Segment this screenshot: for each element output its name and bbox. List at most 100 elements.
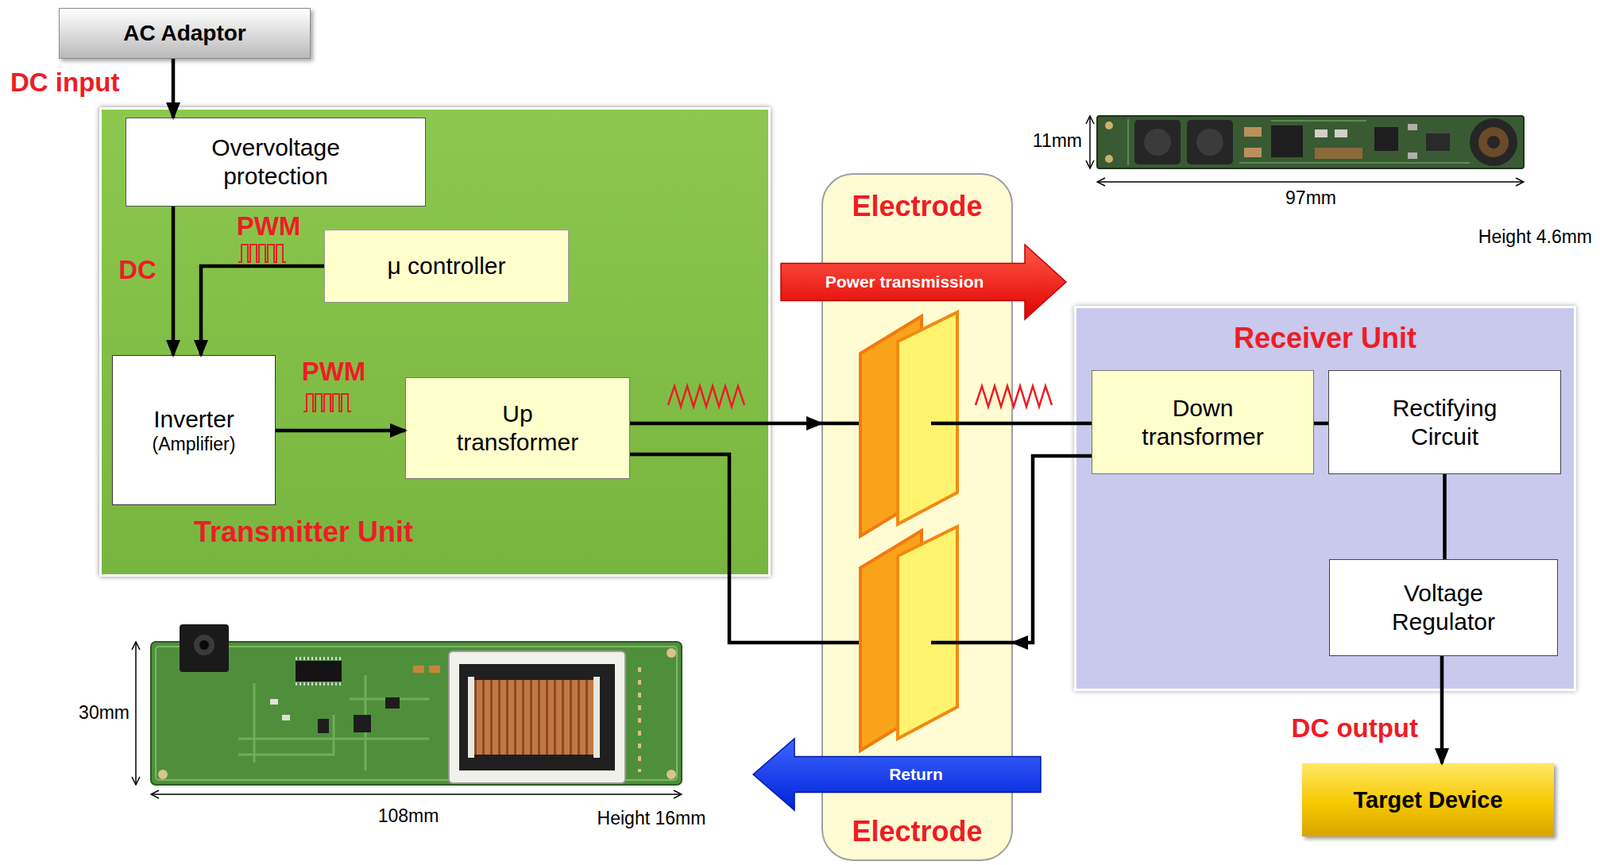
- power-inductor-coil: [1478, 127, 1509, 158]
- chip: [1374, 127, 1399, 151]
- node-text: Transmitter Unit: [193, 514, 414, 549]
- dimension-label: 108mm: [378, 805, 440, 828]
- electrode-wire: [931, 421, 1013, 426]
- connector: [1440, 656, 1445, 764]
- bobbin: [467, 676, 475, 758]
- resistor: [1407, 123, 1418, 131]
- signal-label: PWM: [301, 355, 367, 388]
- capacitor: [1244, 147, 1262, 158]
- node-text: Receiver Unit: [1233, 320, 1417, 356]
- node-text: Down transformer: [1131, 394, 1275, 452]
- connector: [629, 421, 822, 426]
- pcb: [1097, 115, 1524, 169]
- transformer-core: [459, 664, 615, 771]
- device-box: Target Device: [1302, 763, 1554, 837]
- node-text: Target Device: [1352, 786, 1503, 815]
- connector: [1314, 421, 1329, 426]
- transformer-coil: [474, 680, 594, 755]
- node-text: Overvoltage protection: [172, 133, 379, 191]
- node-text: Return: [888, 764, 943, 785]
- electrode-wire: [821, 421, 862, 426]
- mounting-hole: [1105, 154, 1114, 163]
- mounting-hole: [1105, 121, 1114, 130]
- node-text: Up transformer: [446, 399, 590, 457]
- resistor: [1334, 129, 1348, 138]
- dimension-label: 30mm: [78, 702, 130, 725]
- electrode-wire: [931, 641, 1013, 646]
- process-box: Overvoltage protection: [125, 117, 426, 207]
- capacitor: [1314, 147, 1363, 159]
- dc-jack-pin: [199, 640, 209, 650]
- receiver-panel: Receiver UnitDown transformer Rectifying …: [1074, 305, 1577, 692]
- resistor: [1314, 129, 1328, 138]
- chip: [1271, 125, 1303, 158]
- arrow-body: [753, 738, 1041, 811]
- node-text: (Amplifier): [152, 433, 236, 457]
- connector: [171, 58, 176, 118]
- chip: [317, 718, 329, 734]
- dimension-line: [1089, 115, 1091, 169]
- node-text: Inverter: [153, 405, 235, 434]
- pwm-waveform: [238, 244, 286, 263]
- dimension-label: Height 4.6mm: [1478, 226, 1593, 249]
- power-inductor: [1469, 118, 1518, 167]
- mounting-hole: [158, 769, 168, 780]
- ac-waveform: [975, 386, 1052, 407]
- connector: [1442, 474, 1447, 560]
- connector: [171, 206, 176, 356]
- connector: [1012, 421, 1092, 426]
- capacitor: [428, 665, 441, 673]
- pcb-trace: [238, 675, 429, 771]
- connectors: [173, 58, 1446, 764]
- transmitter-board-photo: [150, 624, 682, 785]
- ic-pins: [295, 658, 342, 685]
- process-box: Inverter(Amplifier): [112, 355, 276, 506]
- dc-jack: [179, 624, 229, 673]
- pcb-edge: [155, 646, 677, 781]
- process-box: μ controller: [324, 229, 569, 303]
- node-text: μ controller: [386, 251, 506, 281]
- chip: [385, 697, 400, 709]
- dimension-line: [150, 793, 682, 796]
- node-text: Voltage Regulator: [1364, 579, 1523, 637]
- node-text: Power transmission: [825, 271, 985, 292]
- signal-label: DC: [118, 254, 157, 286]
- signal-label: DC input: [10, 66, 120, 99]
- connector: [1012, 456, 1092, 643]
- signal-label: PWM: [236, 210, 302, 243]
- node-text: AC Adaptor: [123, 19, 247, 47]
- resistor: [270, 699, 279, 705]
- dimension-label: Height 16mm: [597, 807, 707, 831]
- dimension-lines: [135, 115, 1524, 795]
- power-arrow: Power transmission: [780, 244, 1067, 320]
- connector: [275, 428, 406, 433]
- resistor: [1407, 152, 1418, 159]
- return-arrow: Return: [753, 738, 1041, 811]
- inductor: [1186, 119, 1233, 165]
- coil-windings: [474, 680, 594, 755]
- power-inductor-core: [1487, 135, 1500, 149]
- electrode-plate: [897, 526, 958, 739]
- connector: [629, 454, 822, 643]
- mounting-hole: [666, 648, 677, 658]
- inductor-core: [1143, 128, 1172, 156]
- pcb-trace: [1128, 119, 1470, 166]
- pins: [637, 667, 642, 773]
- dimension-line: [1097, 181, 1524, 183]
- node-text: Electrode: [851, 189, 982, 224]
- pwm-waveform: [303, 394, 352, 412]
- process-box: Up transformer: [405, 377, 630, 480]
- adaptor-box: AC Adaptor: [58, 7, 311, 59]
- process-box: Voltage Regulator: [1329, 559, 1558, 657]
- ic-chip: [295, 660, 342, 682]
- pcb: [150, 641, 682, 785]
- process-box: Down transformer: [1091, 370, 1315, 475]
- connector: [200, 266, 325, 356]
- node-text: Electrode: [851, 814, 982, 849]
- dimension-label: 11mm: [1032, 130, 1083, 153]
- dimension-line: [135, 641, 137, 785]
- process-box: Rectifying Circuit: [1328, 370, 1562, 475]
- resistor: [282, 714, 290, 721]
- capacitor: [1244, 127, 1262, 137]
- dc-jack-socket: [193, 634, 215, 656]
